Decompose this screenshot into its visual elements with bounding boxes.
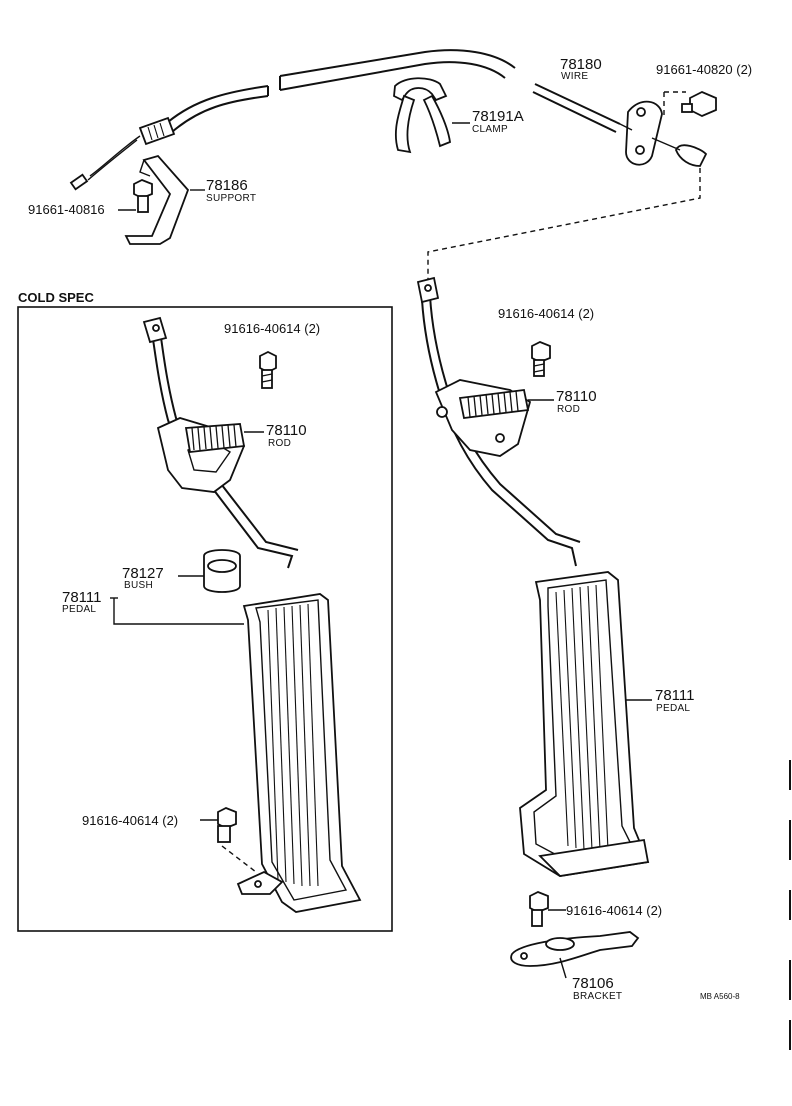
- clamp-name: CLAMP: [472, 124, 508, 135]
- cs-bush-name: BUSH: [124, 580, 153, 591]
- clamp-78191A: [393, 77, 470, 154]
- support-name: SUPPORT: [206, 193, 256, 204]
- cold-spec-box: [17, 306, 393, 932]
- cs-bolt-bottom: [200, 807, 257, 873]
- wire-part-no: 78180: [560, 56, 602, 73]
- support-78186: [124, 154, 205, 245]
- footer-code: MB A560-8: [700, 992, 740, 1001]
- rod-bolt: [531, 341, 551, 377]
- rod-78110: [416, 276, 581, 567]
- cs-pedal: [110, 593, 362, 913]
- cs-bush: [178, 549, 241, 593]
- support-part-no: 78186: [206, 177, 248, 194]
- bracket-78106: [510, 931, 640, 979]
- bolt-support-part-no: 91661-40816: [28, 202, 105, 217]
- pedal-name: PEDAL: [656, 703, 690, 714]
- wire-78180: [532, 83, 708, 167]
- cs-bolt-bottom-part-no: 91616-40614 (2): [82, 813, 178, 828]
- callout-labels: 78180 WIRE 91661-40820 (2) 78191A CLAMP …: [28, 56, 752, 1002]
- cold-spec-label: COLD SPEC: [18, 290, 94, 305]
- bolt-91661-40816: [118, 179, 153, 213]
- rod-part-no: 78110: [556, 388, 597, 405]
- pedal-78111: [519, 571, 652, 877]
- rod-bolt-part-no: 91616-40614 (2): [498, 306, 594, 321]
- bracket-part-no: 78106: [572, 975, 614, 992]
- cs-pedal-name: PEDAL: [62, 604, 96, 615]
- clamp-part-no: 78191A: [472, 108, 524, 125]
- wire-name: WIRE: [561, 71, 588, 82]
- cs-rod-part-no: 78110: [266, 422, 307, 439]
- bracket-bolt: [529, 891, 566, 927]
- bracket-name: BRACKET: [573, 991, 622, 1002]
- cs-pedal-part-no: 78111: [62, 589, 102, 606]
- cs-rod-name: ROD: [268, 438, 291, 449]
- cable-to-rod-connector: [427, 168, 701, 286]
- bolt-91661-40820: [663, 91, 717, 118]
- cs-rod-assembly: [142, 316, 299, 569]
- accelerator-cable: [69, 49, 516, 191]
- rod-name: ROD: [557, 404, 580, 415]
- bolt-wire-part-no: 91661-40820 (2): [656, 62, 752, 77]
- cs-bolt-top-part-no: 91616-40614 (2): [224, 321, 320, 336]
- pedal-part-no: 78111: [655, 687, 695, 704]
- cs-bolt-top: [259, 350, 277, 389]
- bracket-bolt-part-no: 91616-40614 (2): [566, 903, 662, 918]
- cs-bush-part-no: 78127: [122, 565, 164, 582]
